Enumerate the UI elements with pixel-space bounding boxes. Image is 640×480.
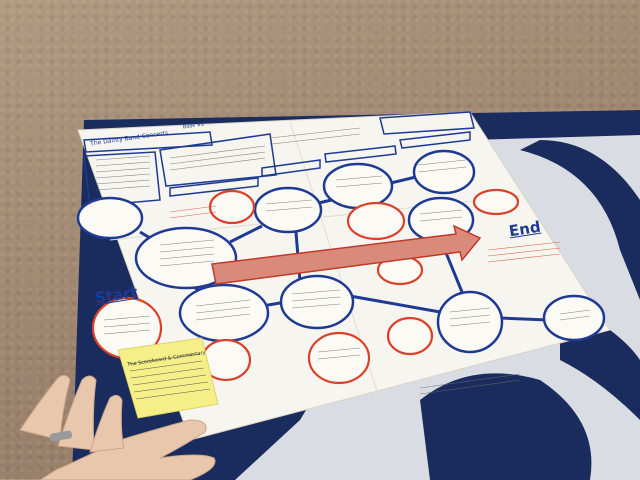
event-circle: [76, 196, 144, 240]
wedding-ring: [49, 430, 73, 442]
timeline-bar: [399, 131, 471, 149]
progress-arrow: [211, 224, 482, 285]
detail-circle: [386, 316, 434, 356]
event-circle: [253, 186, 323, 234]
finger: [19, 374, 71, 441]
timeline-bar: [169, 177, 259, 197]
rug-pattern-shape: [520, 140, 640, 300]
detail-circle: [472, 188, 520, 216]
info-box: [159, 133, 277, 187]
event-circle: [134, 226, 238, 290]
connector: [499, 316, 549, 322]
event-circle: [322, 162, 394, 210]
event-circle: [178, 283, 270, 343]
title-box: [83, 131, 213, 153]
finger: [89, 394, 125, 453]
timeline-bar: [324, 145, 397, 163]
detail-circle: [208, 189, 256, 225]
event-circle: [279, 274, 355, 330]
connector: [349, 294, 441, 314]
event-circle: [412, 149, 476, 195]
event-circle: [436, 290, 504, 354]
detail-circle: [307, 331, 371, 385]
rug-pattern-shape: [420, 373, 592, 480]
timeline-bar: [261, 159, 321, 177]
connector: [229, 224, 263, 244]
info-box: [83, 151, 161, 207]
info-box: [379, 111, 475, 135]
detail-circle: [346, 201, 406, 241]
